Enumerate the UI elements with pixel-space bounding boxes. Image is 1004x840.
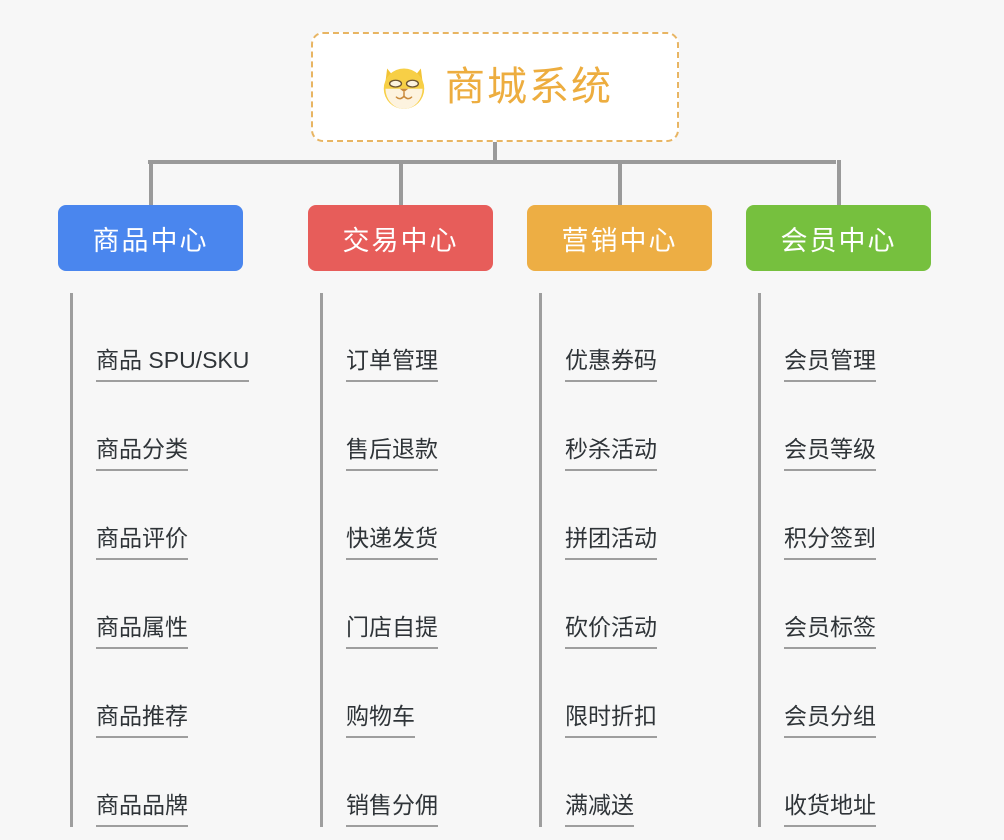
list-item[interactable]: 收货地址 <box>758 738 931 827</box>
connector-drop-product-center <box>148 160 153 205</box>
tree-spine <box>539 293 542 827</box>
list-item[interactable]: 购物车 <box>320 649 493 738</box>
tree-spine <box>758 293 761 827</box>
list-item[interactable]: 商品评价 <box>70 471 243 560</box>
leaf-label: 限时折扣 <box>565 703 657 738</box>
list-item[interactable]: 订单管理 <box>320 293 493 382</box>
list-item[interactable]: 限时折扣 <box>539 649 712 738</box>
category-title: 商品中心 <box>92 225 209 256</box>
list-item[interactable]: 商品推荐 <box>70 649 243 738</box>
connector-root-stem <box>493 142 497 164</box>
column-marketing-center: 营销中心 优惠券码 秒杀活动 拼团活动 砍价活动 限时折扣 满减送 <box>527 205 712 827</box>
leaf-list-product-center: 商品 SPU/SKU 商品分类 商品评价 商品属性 商品推荐 商品品牌 <box>58 293 250 827</box>
leaf-label: 砍价活动 <box>565 614 657 649</box>
list-item[interactable]: 商品品牌 <box>70 738 243 827</box>
leaf-label: 商品评价 <box>96 525 188 560</box>
list-item[interactable]: 商品属性 <box>70 560 243 649</box>
leaf-list-trade-center: 订单管理 售后退款 快递发货 门店自提 购物车 销售分佣 <box>308 293 493 827</box>
leaf-label: 门店自提 <box>346 614 438 649</box>
list-item[interactable]: 优惠券码 <box>539 293 712 382</box>
connector-drop-marketing-center <box>617 160 622 205</box>
leaf-label: 商品分类 <box>96 436 188 471</box>
leaf-label: 商品属性 <box>96 614 188 649</box>
list-item[interactable]: 售后退款 <box>320 382 493 471</box>
leaf-label: 售后退款 <box>346 436 438 471</box>
category-title: 交易中心 <box>342 225 459 256</box>
leaf-label: 会员标签 <box>784 614 876 649</box>
list-item[interactable]: 会员等级 <box>758 382 931 471</box>
leaf-label: 拼团活动 <box>565 525 657 560</box>
list-item[interactable]: 快递发货 <box>320 471 493 560</box>
category-header-product-center[interactable]: 商品中心 <box>58 205 243 271</box>
connector-horizontal-bus <box>148 160 836 164</box>
leaf-label: 会员等级 <box>784 436 876 471</box>
list-item[interactable]: 销售分佣 <box>320 738 493 827</box>
leaf-list-member-center: 会员管理 会员等级 积分签到 会员标签 会员分组 收货地址 <box>746 293 931 827</box>
leaf-list-marketing-center: 优惠券码 秒杀活动 拼团活动 砍价活动 限时折扣 满减送 <box>527 293 712 827</box>
connector-drop-trade-center <box>398 160 403 205</box>
category-header-trade-center[interactable]: 交易中心 <box>308 205 493 271</box>
column-member-center: 会员中心 会员管理 会员等级 积分签到 会员标签 会员分组 收货地址 <box>746 205 931 827</box>
shiba-dog-icon <box>383 68 425 111</box>
leaf-label: 销售分佣 <box>346 792 438 827</box>
leaf-label: 商品推荐 <box>96 703 188 738</box>
list-item[interactable]: 积分签到 <box>758 471 931 560</box>
list-item[interactable]: 砍价活动 <box>539 560 712 649</box>
list-item[interactable]: 商品分类 <box>70 382 243 471</box>
root-node-mall-system[interactable]: 商城系统 <box>311 32 679 142</box>
list-item[interactable]: 会员管理 <box>758 293 931 382</box>
root-title: 商城系统 <box>445 65 613 109</box>
list-item[interactable]: 会员分组 <box>758 649 931 738</box>
category-title: 会员中心 <box>780 225 897 256</box>
leaf-label: 会员分组 <box>784 703 876 738</box>
list-item[interactable]: 拼团活动 <box>539 471 712 560</box>
leaf-label: 秒杀活动 <box>565 436 657 471</box>
category-header-marketing-center[interactable]: 营销中心 <box>527 205 712 271</box>
list-item[interactable]: 满减送 <box>539 738 712 827</box>
leaf-label: 会员管理 <box>784 347 876 382</box>
list-item[interactable]: 门店自提 <box>320 560 493 649</box>
tree-spine <box>320 293 323 827</box>
list-item[interactable]: 秒杀活动 <box>539 382 712 471</box>
connector-drop-member-center <box>836 160 841 205</box>
leaf-label: 订单管理 <box>346 347 438 382</box>
list-item[interactable]: 商品 SPU/SKU <box>70 293 250 382</box>
leaf-label: 收货地址 <box>784 792 876 827</box>
list-item[interactable]: 会员标签 <box>758 560 931 649</box>
leaf-label: 快递发货 <box>346 525 438 560</box>
leaf-label: 优惠券码 <box>565 347 657 382</box>
column-trade-center: 交易中心 订单管理 售后退款 快递发货 门店自提 购物车 销售分佣 <box>308 205 493 827</box>
category-title: 营销中心 <box>561 225 678 256</box>
leaf-label: 满减送 <box>565 792 634 827</box>
leaf-label: 积分签到 <box>784 525 876 560</box>
leaf-label: 商品品牌 <box>96 792 188 827</box>
column-product-center: 商品中心 商品 SPU/SKU 商品分类 商品评价 商品属性 商品推荐 商品品牌 <box>58 205 250 827</box>
leaf-label: 商品 SPU/SKU <box>96 347 250 382</box>
category-header-member-center[interactable]: 会员中心 <box>746 205 931 271</box>
tree-spine <box>70 293 73 827</box>
leaf-label: 购物车 <box>346 703 415 738</box>
